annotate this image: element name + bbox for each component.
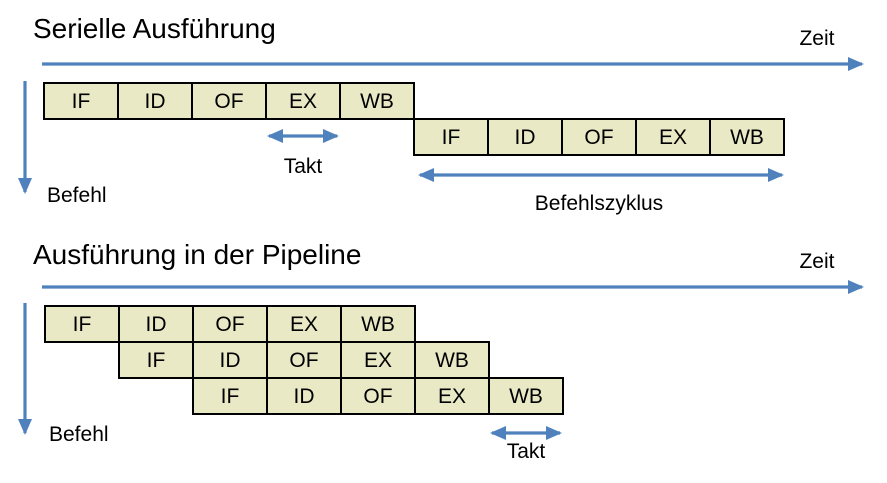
stage-cell: WB bbox=[709, 118, 785, 156]
stage-cell: IF bbox=[413, 118, 489, 156]
stage-cell: OF bbox=[561, 118, 637, 156]
serial-instruction-axis-label: Befehl bbox=[47, 184, 107, 207]
stage-cell: ID bbox=[118, 305, 194, 343]
pipeline-time-axis-label: Zeit bbox=[799, 250, 835, 273]
stage-cell: ID bbox=[192, 341, 268, 379]
stage-cell: ID bbox=[487, 118, 563, 156]
pipeline-section-title: Ausführung in der Pipeline bbox=[33, 239, 362, 270]
stage-cell: IF bbox=[44, 305, 120, 343]
pipeline-instruction-axis-label: Befehl bbox=[49, 423, 109, 446]
stage-cell: EX bbox=[340, 341, 416, 379]
stage-cell: OF bbox=[191, 82, 267, 120]
stage-cell: WB bbox=[339, 82, 415, 120]
stage-cell: WB bbox=[488, 377, 564, 415]
stage-cell: WB bbox=[414, 341, 490, 379]
serial-befehlszyklus-label: Befehlszyklus bbox=[534, 192, 664, 215]
stage-cell: EX bbox=[414, 377, 490, 415]
stage-cell: IF bbox=[43, 82, 119, 120]
stage-cell: OF bbox=[340, 377, 416, 415]
stage-cell: EX bbox=[635, 118, 711, 156]
pipeline-takt-label: Takt bbox=[506, 440, 546, 463]
serial-section-title: Serielle Ausführung bbox=[33, 13, 276, 44]
serial-time-axis-label: Zeit bbox=[799, 27, 835, 50]
stage-cell: EX bbox=[266, 305, 342, 343]
serial-takt-label: Takt bbox=[283, 155, 323, 178]
stage-cell: EX bbox=[265, 82, 341, 120]
stage-cell: OF bbox=[192, 305, 268, 343]
stage-cell: ID bbox=[266, 377, 342, 415]
stage-cell: IF bbox=[118, 341, 194, 379]
stage-cell: ID bbox=[117, 82, 193, 120]
stage-cell: WB bbox=[340, 305, 416, 343]
stage-cell: OF bbox=[266, 341, 342, 379]
stage-cell: IF bbox=[192, 377, 268, 415]
